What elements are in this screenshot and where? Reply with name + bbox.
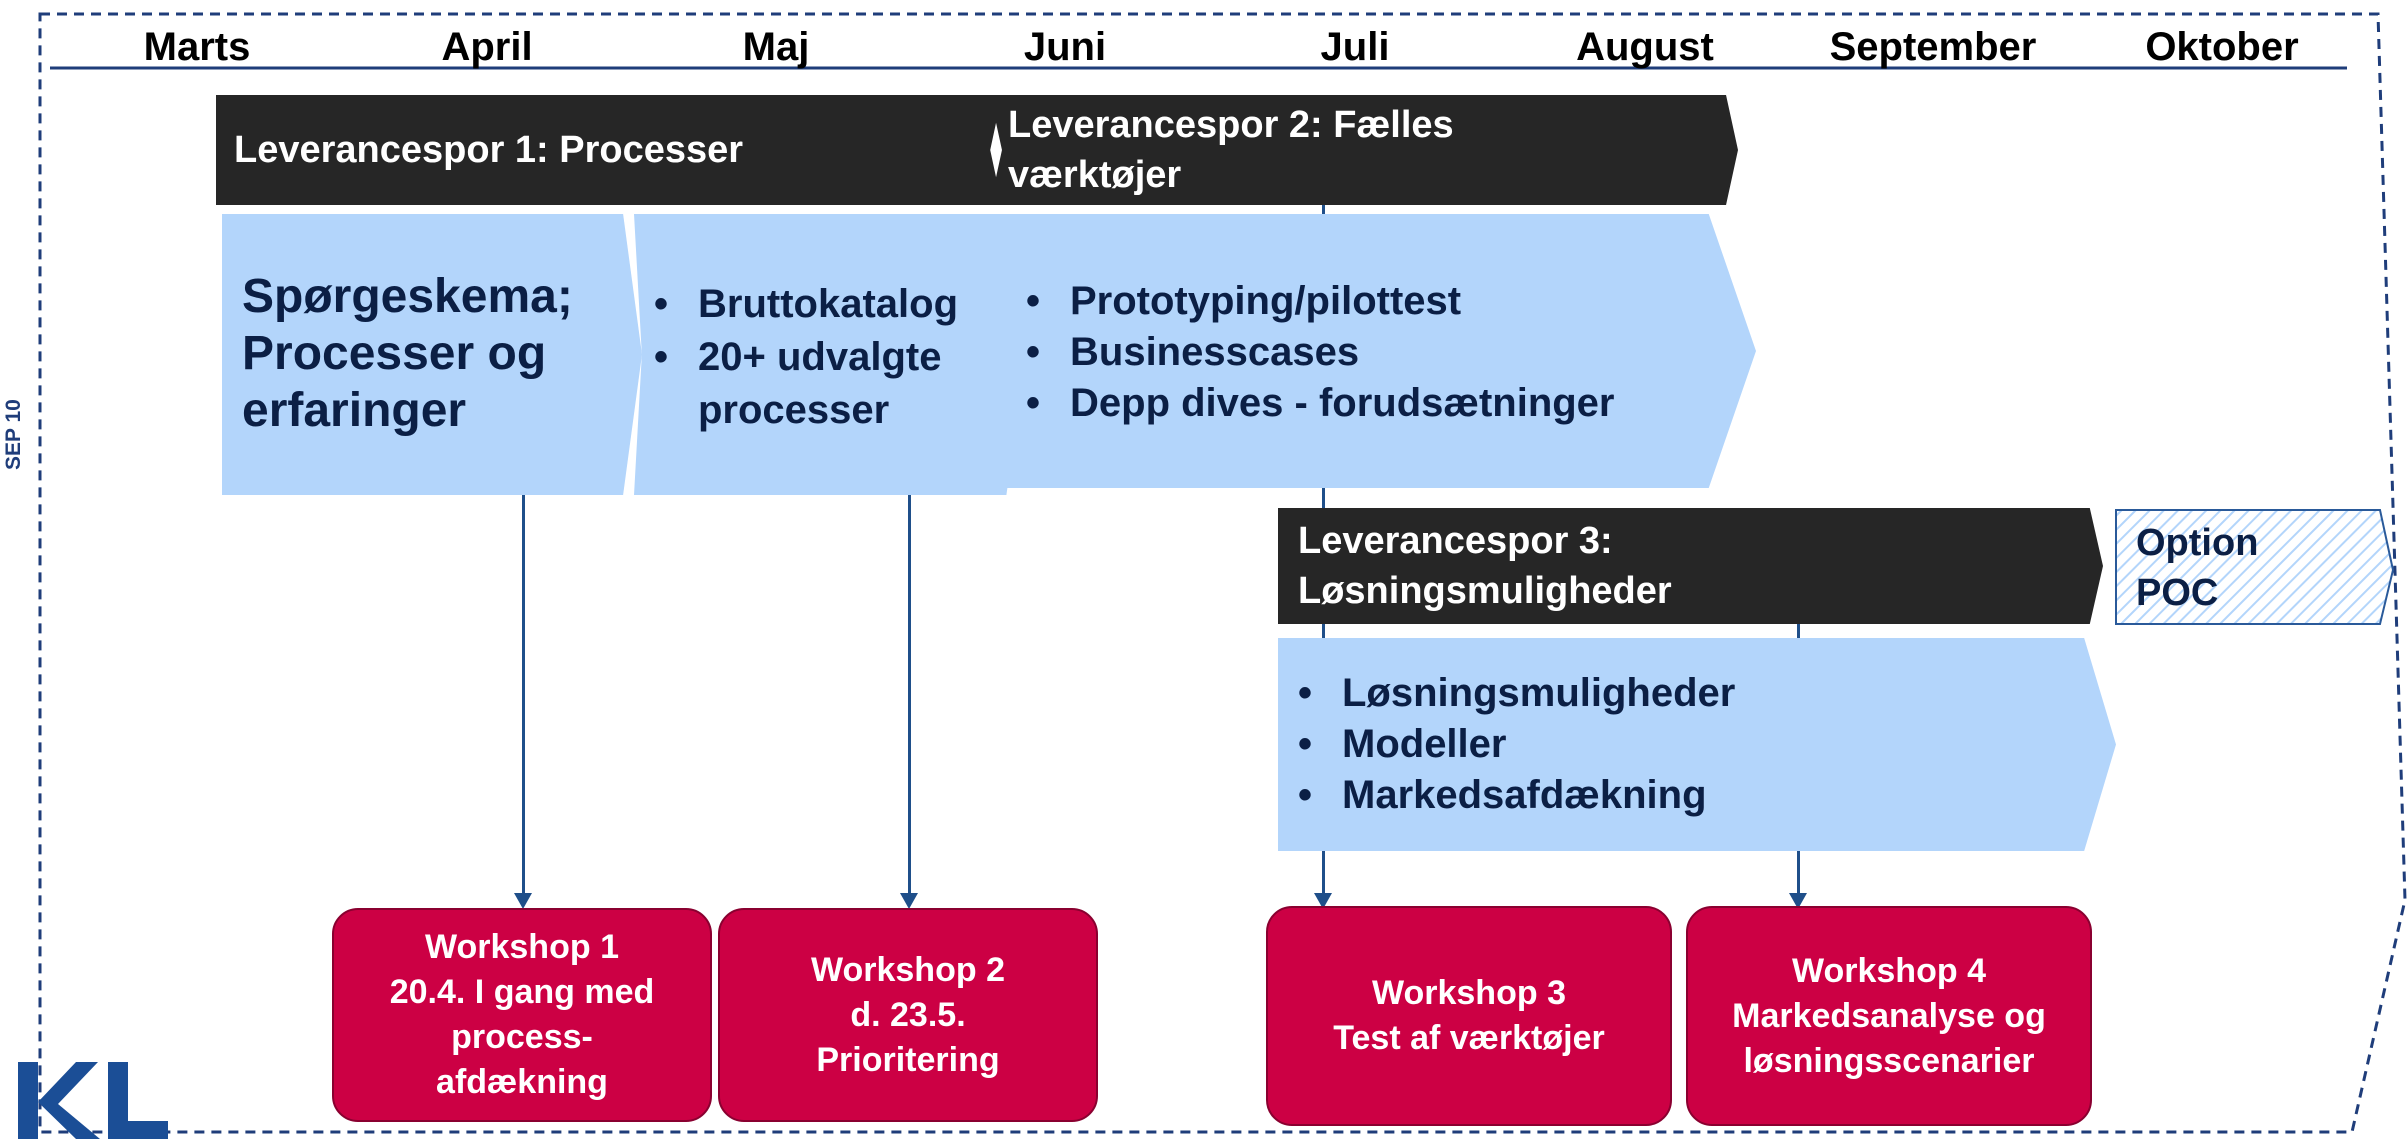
connector-workshop-1	[522, 495, 525, 895]
track-3-banner: Leverancespor 3: Løsningsmuligheder	[1278, 508, 2103, 624]
workshop-1-line3: process-	[451, 1018, 593, 1056]
workshop-2-title: Workshop 2	[811, 950, 1005, 989]
workshop-3-box: Workshop 3 Test af værktøjer	[1266, 906, 1672, 1126]
track-3-label-line1: Leverancespor 3:	[1298, 520, 1613, 562]
month-oktober: Oktober	[2145, 25, 2299, 69]
phase-4-item-modeller: Modeller	[1298, 719, 2116, 770]
phase-1-line1: Spørgeskema;	[242, 270, 573, 323]
option-poc-label: Option POC	[2136, 518, 2258, 618]
phase-1-line2: Processer og	[242, 327, 547, 380]
month-september: September	[1829, 25, 2037, 69]
option-poc-box	[2115, 509, 2395, 625]
phase-4-item-loesningsmuligheder: Løsningsmuligheder	[1298, 668, 2116, 719]
phase-4-item-markedsafdaekning: Markedsafdækning	[1298, 770, 2116, 821]
arrowhead-workshop-2	[900, 893, 918, 909]
workshop-1-line4: afdækning	[436, 1063, 608, 1101]
phase-2-box: Bruttokatalog 20+ udvalgte processer	[634, 214, 1026, 495]
phase-2-item-udvalgte: 20+ udvalgte processer	[654, 331, 1026, 437]
connector-workshop-2	[908, 495, 911, 895]
track-2-label-line1: Leverancespor 2: Fælles	[1008, 104, 1454, 146]
phase-3-item-prototyping: Prototyping/pilottest	[1026, 276, 1756, 327]
arrowhead-workshop-3	[1314, 893, 1332, 909]
workshop-4-line3: løsningsscenarier	[1743, 1041, 2035, 1080]
workshop-4-title: Workshop 4	[1792, 951, 1986, 990]
kl-logo	[18, 1062, 168, 1139]
month-juni: Juni	[1023, 25, 1107, 69]
phase-3-item-businesscases: Businesscases	[1026, 327, 1756, 378]
phase-2-item-udvalgte-line2: processer	[698, 388, 890, 432]
option-line1: Option	[2136, 522, 2259, 564]
phase-3-item-deep-dives: Depp dives - forudsætninger	[1026, 378, 1756, 429]
workshop-4-line2: Markedsanalyse og	[1732, 996, 2046, 1035]
workshop-1-title: Workshop 1	[425, 928, 619, 966]
track-1-label: Leverancespor 1: Processer	[234, 129, 744, 171]
workshop-2-date: d. 23.5.	[850, 995, 966, 1034]
arrowhead-workshop-1	[514, 893, 532, 909]
phase-1-line3: erfaringer	[242, 384, 467, 437]
month-april: April	[441, 25, 533, 69]
track-3-label-line2: Løsningsmuligheder	[1298, 570, 1672, 612]
side-label: SEP 10	[2, 399, 25, 470]
workshop-2-box: Workshop 2 d. 23.5. Prioritering	[718, 908, 1098, 1122]
workshop-3-title: Workshop 3	[1372, 974, 1566, 1012]
track-2-label-line2: værktøjer	[1008, 154, 1182, 196]
phase-4-box: Løsningsmuligheder Modeller Markedsafdæk…	[1278, 638, 2116, 851]
workshop-1-box: Workshop 1 20.4. I gang med process- afd…	[332, 908, 712, 1122]
month-marts: Marts	[143, 25, 251, 69]
month-august: August	[1576, 25, 1714, 69]
workshop-4-box: Workshop 4 Markedsanalyse og løsningssce…	[1686, 906, 2092, 1126]
track-1-banner: Leverancespor 1: Processer	[216, 95, 1002, 205]
phase-2-item-bruttokatalog: Bruttokatalog	[654, 278, 1026, 331]
option-line2: POC	[2136, 572, 2219, 614]
arrowhead-workshop-4	[1789, 893, 1807, 909]
track-2-banner: Leverancespor 2: Fælles værktøjer	[990, 95, 1738, 205]
month-maj: Maj	[742, 25, 810, 69]
phase-1-box: Spørgeskema; Processer og erfaringer	[222, 214, 642, 495]
workshop-2-topic: Prioritering	[816, 1040, 1000, 1079]
workshop-3-topic: Test af værktøjer	[1333, 1019, 1605, 1057]
month-juli: Juli	[1320, 25, 1390, 69]
phase-2-item-udvalgte-line1: 20+ udvalgte	[698, 335, 942, 379]
workshop-1-date: 20.4. I gang med	[389, 973, 655, 1011]
phase-3-box: Prototyping/pilottest Businesscases Depp…	[1006, 214, 1756, 488]
